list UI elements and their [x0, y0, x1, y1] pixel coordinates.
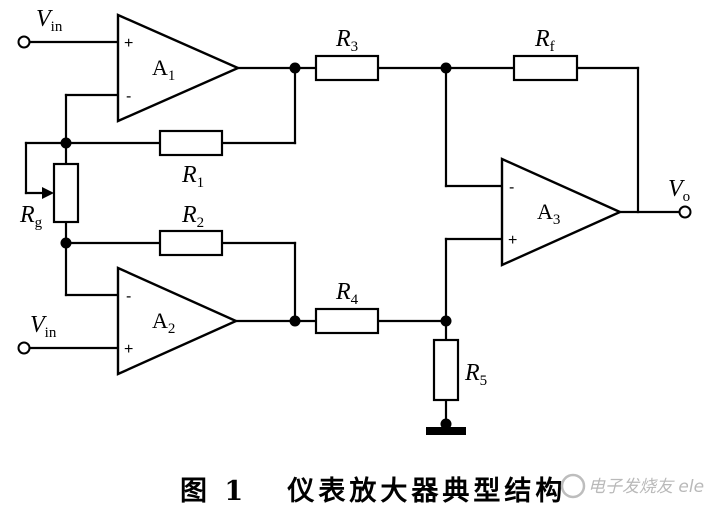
watermark-logo-icon [560, 473, 586, 499]
a1-minus-sign: - [126, 88, 131, 105]
junction-r2-left [60, 237, 72, 249]
a3-minus-sign: - [509, 179, 514, 196]
a1-plus-sign: + [124, 35, 133, 52]
opamp-a3 [500, 157, 623, 267]
terminal-vin-bottom [17, 341, 31, 355]
junction-r1-left [60, 137, 72, 149]
vin-bottom-label: Vin [30, 312, 57, 341]
junction-a2-out [289, 315, 301, 327]
a2-plus-sign: + [124, 341, 133, 358]
figure-caption: 图 1 仪表放大器典型结构 [180, 475, 566, 507]
vin-top-label: Vin [36, 6, 63, 35]
vo-label: Vo [668, 176, 690, 205]
opamp-a1 [116, 13, 241, 123]
rg-wiper-arrow-icon [42, 187, 54, 199]
a3-label: A3 [537, 199, 560, 228]
wires [24, 40, 682, 430]
terminal-vo [678, 205, 692, 219]
a3-plus-sign: + [508, 232, 517, 249]
junction-r4-r5 [440, 315, 452, 327]
a2-label: A2 [152, 308, 175, 337]
resistor-rg [52, 162, 80, 224]
opamp-a2 [116, 266, 239, 376]
r3-label: R3 [335, 26, 358, 55]
resistor-r1 [158, 129, 224, 157]
rg-label: Rg [19, 202, 43, 231]
junction-r3-rf [440, 62, 452, 74]
resistor-r3 [314, 54, 380, 82]
watermark: 电子发烧友 elecfans.com [560, 473, 704, 499]
junction-ground [440, 418, 452, 430]
resistor-r2 [158, 229, 224, 257]
terminal-vin-top [17, 35, 31, 49]
ground-icon [426, 427, 466, 435]
r1-label: R1 [181, 162, 204, 191]
resistor-r4 [314, 307, 380, 335]
r4-label: R4 [335, 279, 359, 308]
r2-label: R2 [181, 202, 204, 231]
junction-a1-out [289, 62, 301, 74]
rf-label: Rf [534, 26, 555, 55]
a1-label: A1 [152, 55, 175, 84]
resistor-rf [512, 54, 579, 82]
watermark-text: 电子发烧友 elecfans.com [588, 477, 704, 497]
resistor-r5 [432, 338, 460, 402]
r5-label: R5 [464, 360, 487, 389]
a2-minus-sign: - [126, 288, 131, 305]
